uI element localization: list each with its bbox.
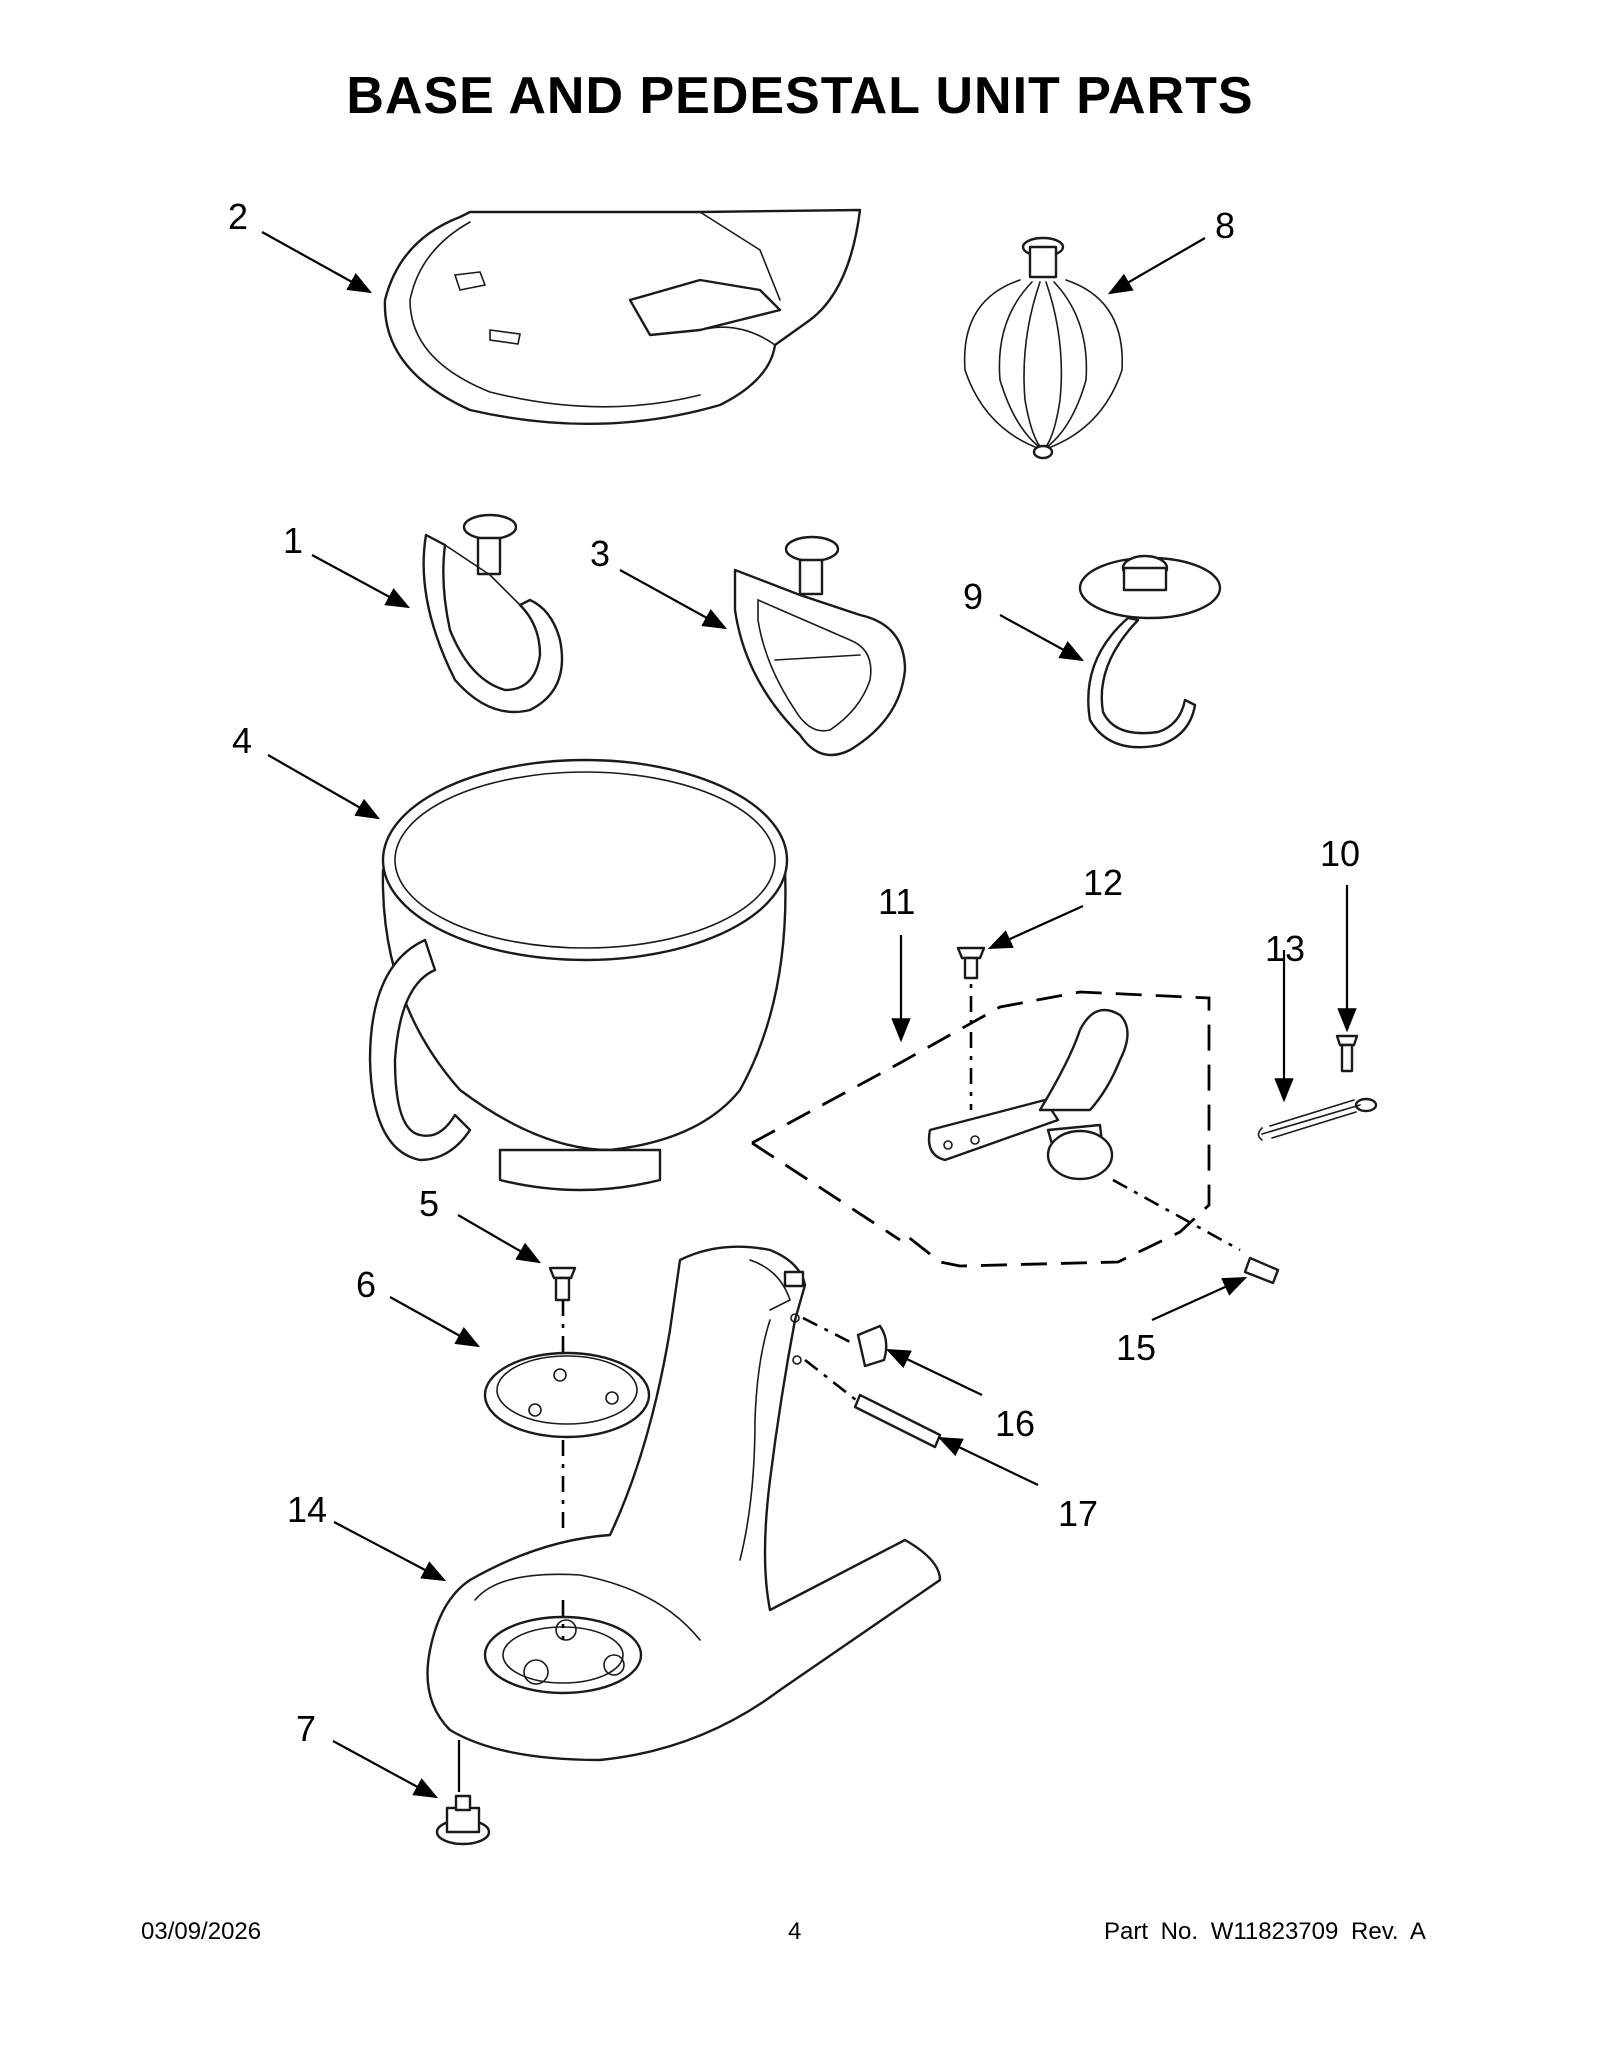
part-7-foot [435,1794,491,1846]
part-14-pedestal-base [426,1245,942,1762]
part-16-hinge-cover [856,1324,888,1368]
part-8-wire-whip [963,236,1124,460]
part-5-screw [548,1266,577,1302]
callout-8: 8 [1215,205,1235,246]
callout-12: 12 [1083,862,1123,903]
part-9-dough-hook [1078,554,1222,749]
callout-17: 17 [1058,1493,1098,1534]
part-1-flex-edge-beater [422,513,564,714]
footer-page-number: 4 [788,1918,802,1945]
callout-6: 6 [356,1264,376,1305]
callout-15: 15 [1116,1327,1156,1368]
callout-9: 9 [963,576,983,617]
callout-11: 11 [878,881,915,922]
callout-3: 3 [590,533,610,574]
callout-13: 13 [1265,928,1305,969]
callout-1: 1 [283,520,303,561]
part-17-hinge-pin [853,1393,942,1449]
part-4-bowl [368,758,789,1192]
page-title: BASE AND PEDESTAL UNIT PARTS [346,67,1254,125]
footer-date: 03/09/2026 [141,1918,262,1945]
callout-arrows [261,231,1357,1799]
callout-2: 2 [228,196,248,237]
callout-7: 7 [296,1708,316,1749]
hinge-assembly-group [751,946,1378,1285]
part-6-clamping-plate [483,1351,651,1439]
callout-14: 14 [287,1489,327,1530]
callout-16: 16 [995,1403,1035,1444]
callout-10: 10 [1320,833,1360,874]
callout-5: 5 [419,1183,439,1224]
part-3-flat-beater [733,535,907,757]
callout-labels: 2 8 1 3 9 4 10 12 11 13 5 6 15 16 17 14 … [228,196,1360,1749]
part-2-pouring-shield [383,208,862,426]
footer-part-number: Part No. W11823709 Rev. A [1104,1918,1426,1945]
callout-4: 4 [232,720,252,761]
